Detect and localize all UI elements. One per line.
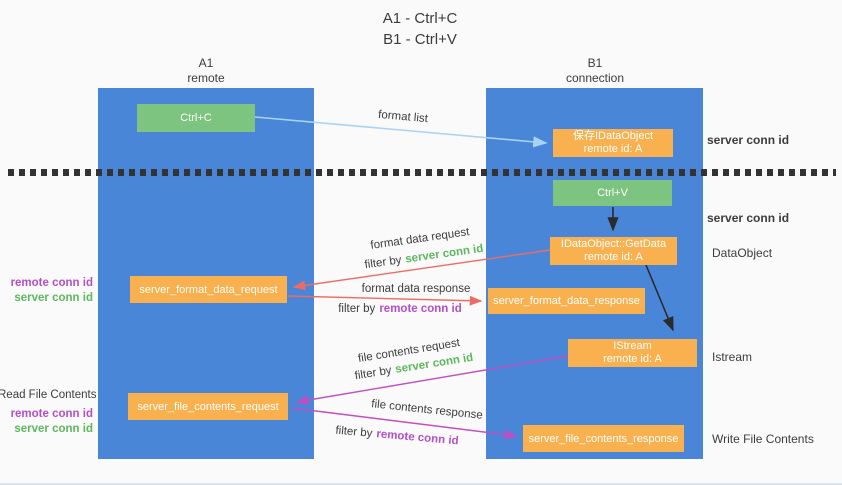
- write-file-contents-label: Write File Contents: [712, 432, 814, 446]
- lane-a1-header: A1 remote: [146, 56, 266, 86]
- format-data-response-arrow: [287, 295, 483, 306]
- server-conn-id-mid-label: server conn id: [707, 211, 790, 225]
- server-format-data-request-box: server_format_data_request: [130, 276, 287, 303]
- server-conn-id-top-label: server conn id: [707, 133, 790, 147]
- ctrl-v-box: Ctrl+V: [553, 180, 672, 206]
- read-file-contents-label: Read File Contents: [0, 389, 97, 401]
- save-idataobject-box: 保存IDataObject remote id: A: [553, 129, 673, 157]
- save-idataobject-line1: 保存IDataObject: [572, 130, 654, 142]
- server-file-contents-request-label: server_file_contents_request: [137, 400, 279, 413]
- getdata-line1: IDataObject::GetData: [560, 238, 667, 250]
- filter-by-text: filter by: [363, 254, 403, 272]
- diagram-title: A1 - Ctrl+C B1 - Ctrl+V: [300, 8, 540, 50]
- ctrl-c-box: Ctrl+C: [137, 104, 255, 132]
- server-file-contents-request-box: server_file_contents_request: [128, 393, 288, 420]
- server-format-data-response-label: server_format_data_response: [493, 295, 640, 307]
- ctrl-c-label: Ctrl+C: [180, 112, 212, 124]
- server-format-data-response-box: server_format_data_response: [488, 288, 645, 314]
- server-file-contents-response-label: server_file_contents_response: [528, 432, 679, 445]
- remote-conn-id-label: remote conn id: [10, 408, 93, 420]
- filter-by-text: filter by: [334, 424, 373, 440]
- file-conn-id-pair: remote conn id server conn id: [1, 407, 93, 437]
- server-format-data-request-label: server_format_data_request: [139, 283, 278, 296]
- istream-line1: IStream: [613, 340, 652, 352]
- idataobject-getdata-box: IDataObject::GetData remote id: A: [550, 237, 677, 265]
- istream-line2: remote id: A: [603, 353, 662, 365]
- title-line-1: A1 - Ctrl+C: [382, 10, 458, 27]
- server-conn-id-label: server conn id: [14, 292, 93, 304]
- istream-box: IStream remote id: A: [568, 339, 697, 367]
- getdata-line2: remote id: A: [584, 251, 643, 263]
- phase-separator-dotted-line: [8, 169, 836, 176]
- file-contents-response-label: file contents response: [370, 398, 484, 422]
- dataobject-label: DataObject: [712, 246, 773, 260]
- remote-conn-id-text: remote conn id: [379, 303, 462, 315]
- format-data-response-label: format data response: [361, 283, 471, 295]
- server-file-contents-response-box: server_file_contents_response: [523, 425, 684, 452]
- filter-by-text: filter by: [338, 303, 376, 315]
- format-list-label: format list: [377, 108, 429, 126]
- lane-b1-subtitle: connection: [565, 71, 625, 85]
- remote-conn-id-label: remote conn id: [10, 277, 93, 289]
- server-conn-id-label: server conn id: [14, 423, 93, 435]
- lane-a1-subtitle: remote: [187, 71, 225, 85]
- format-conn-id-pair: remote conn id server conn id: [1, 276, 93, 306]
- istream-side-label: Istream: [712, 350, 753, 364]
- lane-b1-name: B1: [587, 56, 603, 70]
- filter-by-text: filter by: [353, 364, 393, 383]
- server-conn-id-text: server conn id: [404, 242, 485, 266]
- remote-conn-id-text: remote conn id: [375, 428, 460, 448]
- lane-b1-header: B1 connection: [535, 56, 655, 86]
- title-line-2: B1 - Ctrl+V: [383, 31, 457, 48]
- save-idataobject-line2: remote id: A: [583, 143, 643, 155]
- lane-a1-name: A1: [198, 56, 214, 70]
- ctrl-v-label: Ctrl+V: [597, 187, 628, 199]
